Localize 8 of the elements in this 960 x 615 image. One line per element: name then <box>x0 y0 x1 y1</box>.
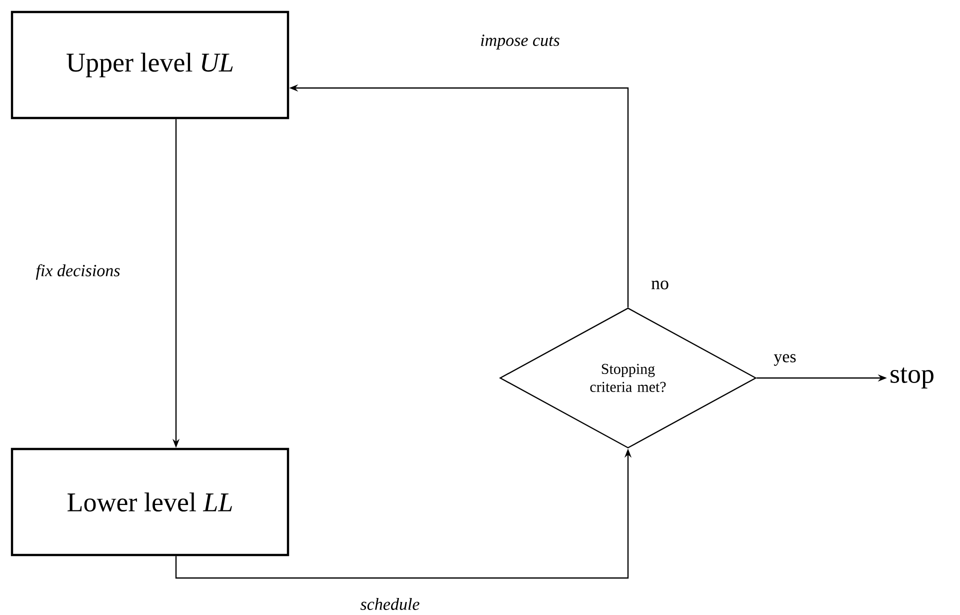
process-box: Upper level UL <box>10 10 290 120</box>
edge-label: impose cuts <box>479 34 561 50</box>
branch-label: no <box>651 280 668 290</box>
process-box: Lower level LL <box>10 448 290 556</box>
edge-label: schedule <box>359 597 421 611</box>
terminal-text: stop <box>890 368 934 388</box>
edge-label: fix decisions <box>34 263 122 281</box>
edge-label: yes <box>772 353 798 367</box>
